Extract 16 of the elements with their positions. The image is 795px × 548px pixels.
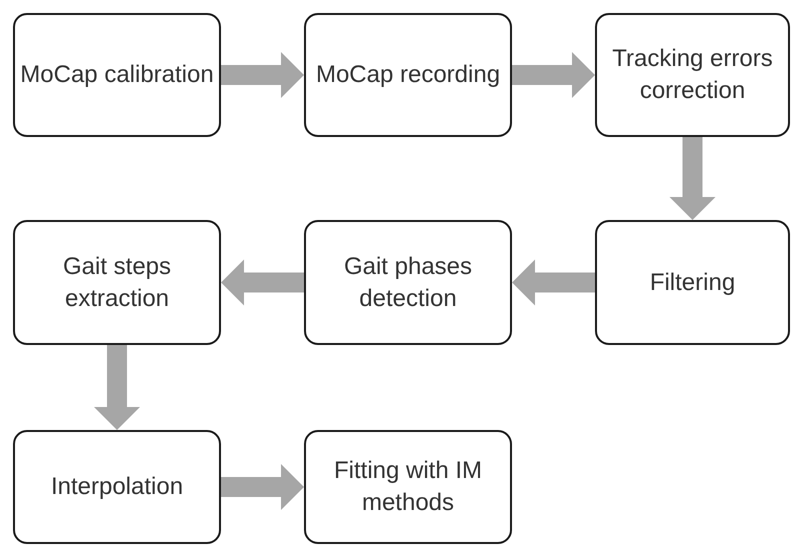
- process-box: [304, 430, 512, 544]
- step-label: Gait phases detection: [342, 252, 474, 314]
- step-label: Fitting with IM methods: [332, 456, 484, 518]
- process-box: [304, 13, 512, 137]
- process-box: [595, 220, 790, 345]
- step-label: Tracking errors correction: [611, 44, 774, 106]
- step-label: Filtering: [650, 268, 736, 298]
- process-box: [13, 220, 221, 345]
- process-box: [13, 430, 221, 544]
- step-label: Gait steps extraction: [62, 252, 172, 314]
- step-label: MoCap recording: [316, 60, 500, 90]
- step-label: MoCap calibration: [20, 60, 214, 90]
- process-box: [304, 220, 512, 345]
- process-box: [13, 13, 221, 137]
- step-label: Interpolation: [50, 472, 184, 502]
- process-box: [595, 13, 790, 137]
